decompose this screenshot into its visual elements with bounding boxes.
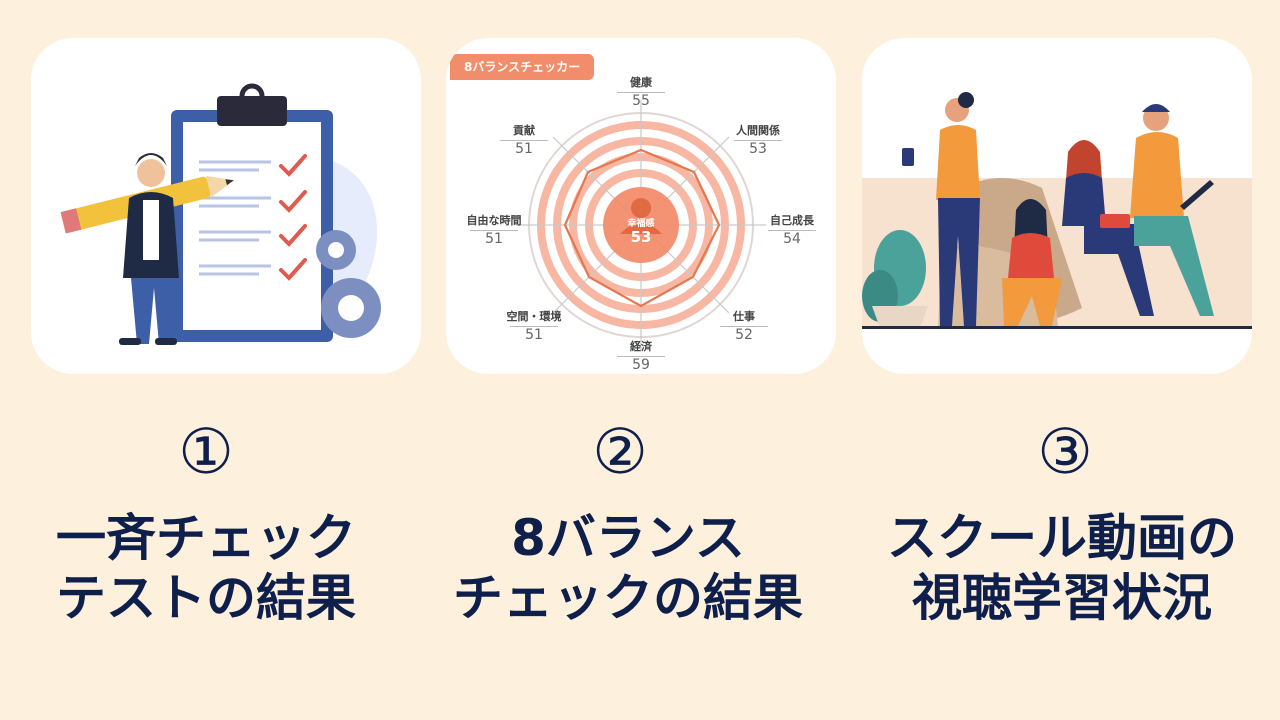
caption-3-line-1: スクール動画の [887,509,1237,567]
radar-chart [516,100,766,350]
number-2: ② [592,415,648,488]
caption-2: 8バランス チェックの結果 [418,508,838,628]
center-label: 幸福感 [627,219,655,229]
caption-1-line-2: テストの結果 [56,569,356,627]
clipboard-checklist-icon [60,83,381,345]
caption-3-line-2: 視聴学習状況 [912,569,1212,627]
caption-3: スクール動画の 視聴学習状況 [852,508,1272,628]
caption-1: 一斉チェック テストの結果 [0,508,416,628]
caption-2-line-1: 8バランス [511,509,745,567]
caption-1-line-1: 一斉チェック [56,509,356,567]
card-checklist-test [31,38,421,374]
card-video-learning [862,38,1252,374]
center-value: 53 [630,228,652,246]
balance-checker-badge: 8バランスチェッカー [450,54,595,80]
number-3: ③ [1037,415,1093,488]
caption-2-line-2: チェックの結果 [453,569,803,627]
number-1: ① [178,415,234,488]
people-devices-illustration [862,92,1252,329]
